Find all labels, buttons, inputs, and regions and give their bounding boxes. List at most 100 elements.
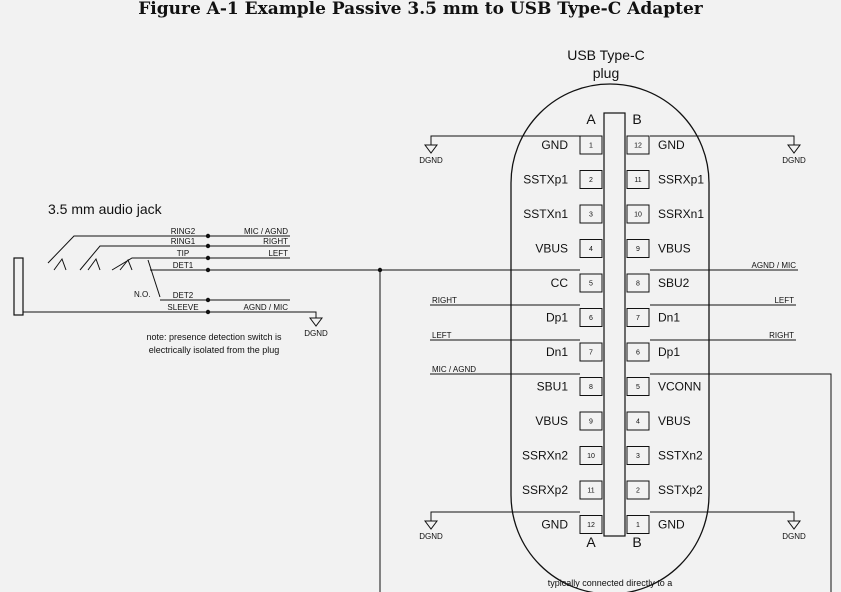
pin-label-b: SSRXn1 <box>658 207 704 221</box>
jack-contact-name: TIP <box>177 249 189 258</box>
wire-label-left-in: LEFT <box>432 331 452 340</box>
jack-contact-name: DET1 <box>173 261 194 270</box>
pin-box-b <box>626 308 650 327</box>
pin-label-a: Dn1 <box>546 345 568 359</box>
dgnd-symbol-bottom-right: DGND <box>782 520 806 541</box>
jack-contact-signal: MIC / AGND <box>244 227 288 236</box>
pin-number-b: 4 <box>636 419 640 426</box>
plug-ground-wires <box>430 135 795 521</box>
plug-bottom-note: typically connected directly to a <box>548 578 673 588</box>
svg-text:DGND: DGND <box>304 329 328 338</box>
pin-box-b <box>626 204 650 224</box>
pin-box-b <box>626 411 650 431</box>
pin-number-a: 12 <box>587 522 595 529</box>
pin-label-b: VBUS <box>658 414 691 428</box>
dgnd-symbol-bottom-left: DGND <box>419 520 443 541</box>
pin-number-b: 5 <box>636 384 640 391</box>
wire-label-right-out: RIGHT <box>769 331 794 340</box>
pin-number-b: 3 <box>636 453 640 460</box>
jack-contact-signal: AGND / MIC <box>244 303 289 312</box>
pin-label-b: SSTXp2 <box>658 483 703 497</box>
jack-contact-name: RING2 <box>171 227 196 236</box>
plug-signal-wires <box>430 269 832 592</box>
pin-label-a: VBUS <box>535 242 568 256</box>
jack-contact-signal: RIGHT <box>263 237 288 246</box>
pin-box-b <box>626 273 650 293</box>
jack-note-line2: electrically isolated from the plug <box>149 345 280 355</box>
pin-label-b: SSRXp1 <box>658 173 704 187</box>
pin-number-a: 7 <box>589 350 593 357</box>
jack-labels: RING2 MIC / AGND RING1 RIGHT TIP LEFT DET1DET2… <box>167 227 288 312</box>
jack-no-label: N.O. <box>134 290 150 299</box>
jack-contact-name: DET2 <box>173 291 194 300</box>
jack-note-line1: note: presence detection switch is <box>146 332 282 342</box>
row-a-label-top: A <box>586 111 596 127</box>
pin-box-b <box>626 135 650 155</box>
jack-contact-signal: LEFT <box>268 249 288 258</box>
plug-center-tongue <box>603 112 626 537</box>
figure-title: Figure A-1 Example Passive 3.5 mm to USB… <box>138 0 703 19</box>
pin-box-a <box>579 273 603 293</box>
pin-label-a: GND <box>541 518 568 532</box>
pin-number-a: 2 <box>589 177 593 184</box>
dgnd-symbol-top-right: DGND <box>782 144 806 165</box>
jack-title: 3.5 mm audio jack <box>48 201 163 217</box>
pin-label-b: GND <box>658 138 685 152</box>
pin-number-b: 7 <box>636 315 640 322</box>
row-b-label-bottom: B <box>632 534 641 550</box>
pin-label-a: VBUS <box>535 414 568 428</box>
pin-number-b: 8 <box>636 281 640 288</box>
wire-label-right-in: RIGHT <box>432 296 457 305</box>
pin-label-a: CC <box>551 276 569 290</box>
pin-number-a: 1 <box>589 143 593 150</box>
pin-box-b <box>626 377 650 396</box>
pin-label-a: SSTXn1 <box>523 207 568 221</box>
jack-contact-name: RING1 <box>171 237 196 246</box>
pin-label-a: Dp1 <box>546 311 568 325</box>
pin-box-a <box>579 204 603 224</box>
pin-box-a <box>579 342 603 362</box>
pin-number-b: 10 <box>634 212 642 219</box>
pin-number-a: 5 <box>589 281 593 288</box>
pin-number-b: 1 <box>636 522 640 529</box>
pin-label-b: GND <box>658 518 685 532</box>
row-a-label-bottom: A <box>586 534 596 550</box>
pin-label-b: VBUS <box>658 242 691 256</box>
pin-number-b: 11 <box>634 177 641 184</box>
svg-text:DGND: DGND <box>782 532 806 541</box>
pin-box-a <box>579 446 603 465</box>
wire-label-left-out: LEFT <box>774 296 794 305</box>
plug-title-line2: plug <box>593 65 619 81</box>
jack-body <box>13 257 24 316</box>
pin-box-b <box>626 342 650 362</box>
pin-number-a: 9 <box>589 419 593 426</box>
plug-title-line1: USB Type-C <box>567 47 645 63</box>
pin-number-b: 12 <box>634 143 642 150</box>
pin-number-a: 6 <box>589 315 593 322</box>
pin-label-a: SSRXp2 <box>522 483 568 497</box>
plug-outline <box>510 83 710 592</box>
pin-box-a <box>579 480 603 500</box>
svg-text:DGND: DGND <box>419 156 443 165</box>
jack-contact-lines <box>23 235 580 592</box>
pin-box-a <box>579 170 603 189</box>
pin-box-a <box>579 308 603 327</box>
pin-box-a <box>579 377 603 396</box>
pin-number-a: 10 <box>587 453 595 460</box>
jack-contact-dots <box>205 233 383 315</box>
svg-text:DGND: DGND <box>782 156 806 165</box>
pin-box-b <box>626 170 650 189</box>
dgnd-symbol-top-left: DGND <box>419 144 443 165</box>
pin-box-b <box>626 515 650 534</box>
pin-number-b: 9 <box>636 246 640 253</box>
